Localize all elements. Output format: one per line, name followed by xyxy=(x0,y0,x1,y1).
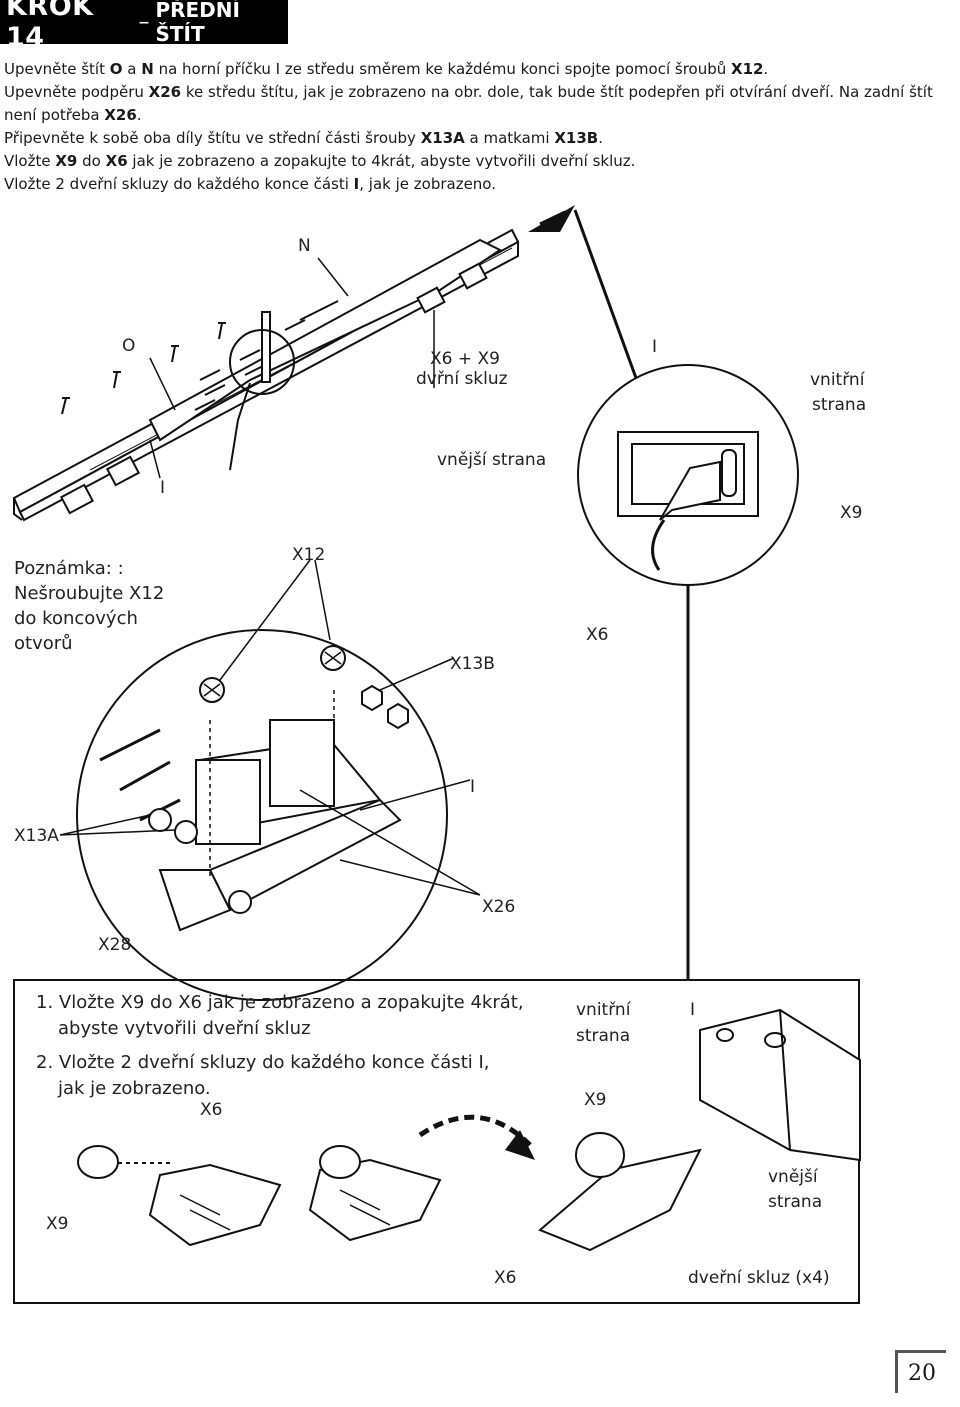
part-label: I xyxy=(353,175,360,193)
part-label: N xyxy=(141,60,154,78)
label-x28: X28 xyxy=(98,935,131,955)
label-x12: X12 xyxy=(292,545,325,565)
door-slide-detail-circle xyxy=(577,364,799,980)
box-door-slide-count: dveřní skluz (x4) xyxy=(688,1268,830,1288)
label-x13b: X13B xyxy=(450,654,495,674)
label-i-circle: I xyxy=(652,337,657,357)
door-slide-parts xyxy=(77,1008,861,1252)
note-line-1: Poznámka: : xyxy=(14,558,124,579)
part-label: X26 xyxy=(104,106,137,124)
text-run: do xyxy=(77,152,106,170)
step-number: KROK 14 xyxy=(6,0,94,53)
box-step1-line2: abyste vytvořili dveřní skluz xyxy=(58,1018,311,1039)
text-run: na horní příčku I ze středu směrem ke ka… xyxy=(153,60,732,78)
label-x26: X26 xyxy=(482,897,515,917)
label-x13a: X13A xyxy=(14,826,59,846)
box-x6-bottom: X6 xyxy=(494,1268,516,1288)
label-inner-side-2: strana xyxy=(812,395,866,415)
box-inner-1: vnitřní xyxy=(576,1000,632,1020)
page-number: 20 xyxy=(895,1350,946,1393)
label-i-mid: I xyxy=(470,777,475,797)
text-run: Upevněte podpěru xyxy=(4,83,149,101)
instruction-line: Upevněte štít O a N na horní příčku I ze… xyxy=(4,58,954,81)
box-inner-2: strana xyxy=(576,1026,630,1046)
box-outer-1: vnější xyxy=(768,1167,819,1187)
text-run: a matkami xyxy=(464,129,555,147)
part-label: X13A xyxy=(420,129,465,147)
instruction-line: Připevněte k sobě oba díly štítu ve stře… xyxy=(4,127,954,150)
text-run: . xyxy=(763,60,769,78)
text-run: a xyxy=(122,60,142,78)
label-i-frame: I xyxy=(160,478,165,498)
label-door-slide: dvřní skluz xyxy=(416,369,508,389)
label-o: O xyxy=(122,336,135,356)
note-line-3: do koncových xyxy=(14,608,138,629)
label-x6-x9: X6 + X9 xyxy=(430,349,500,369)
fastener-detail-circle xyxy=(59,559,481,1001)
instruction-line: Vložte X9 do X6 jak je zobrazeno a zopak… xyxy=(4,150,954,173)
box-step1-line1: 1. Vložte X9 do X6 jak je zobrazeno a zo… xyxy=(36,992,524,1013)
text-run: Vložte 2 dveřní skluzy do každého konce … xyxy=(4,175,354,193)
text-run: Připevněte k sobě oba díly štítu ve stře… xyxy=(4,129,421,147)
instruction-line: Upevněte podpěru X26 ke středu štítu, ja… xyxy=(4,81,954,127)
text-run: , jak je zobrazeno. xyxy=(359,175,496,193)
text-run: ke středu štítu, jak je zobrazeno na obr… xyxy=(4,83,933,124)
text-run: . xyxy=(136,106,142,124)
label-outer-side: vnější strana xyxy=(437,450,546,470)
part-label: X6 xyxy=(105,152,128,170)
step-header: KROK 14 – PŘEDNÍ ŠTÍT xyxy=(0,0,288,53)
text-run: Upevněte štít xyxy=(4,60,110,78)
text-run: . xyxy=(598,129,603,147)
part-label: O xyxy=(109,60,123,78)
header-separator: – xyxy=(138,9,150,35)
note-line-2: Nešroubujte X12 xyxy=(14,583,164,604)
part-label: X13B xyxy=(554,129,599,147)
screw-icons xyxy=(61,322,226,415)
text-run: Vložte xyxy=(4,152,56,170)
box-step2-line2: jak je zobrazeno. xyxy=(57,1078,211,1099)
label-x9-circle: X9 xyxy=(840,503,862,523)
label-n: N xyxy=(298,236,311,256)
step-title: PŘEDNÍ ŠTÍT xyxy=(155,0,240,46)
instruction-line: Vložte 2 dveřní skluzy do každého konce … xyxy=(4,173,954,196)
instructions-text: Upevněte štít O a N na horní příčku I ze… xyxy=(4,58,954,196)
text-run: jak je zobrazeno a zopakujte to 4krát, a… xyxy=(127,152,636,170)
part-label: X26 xyxy=(148,83,182,101)
gable-assembly-drawing xyxy=(12,228,520,522)
part-label: X9 xyxy=(55,152,78,170)
box-x6-top: X6 xyxy=(200,1100,222,1120)
part-label: X12 xyxy=(731,60,764,78)
box-x9-top: X9 xyxy=(584,1090,606,1110)
box-i-label: I xyxy=(690,1000,695,1020)
note-line-4: otvorů xyxy=(14,633,73,654)
box-step2-line1: 2. Vložte 2 dveřní skluzy do každého kon… xyxy=(36,1052,490,1073)
box-outer-2: strana xyxy=(768,1192,822,1212)
label-x6-mid: X6 xyxy=(586,625,608,645)
box-x9-left: X9 xyxy=(46,1214,68,1234)
label-inner-side-1: vnitřní xyxy=(810,370,866,390)
